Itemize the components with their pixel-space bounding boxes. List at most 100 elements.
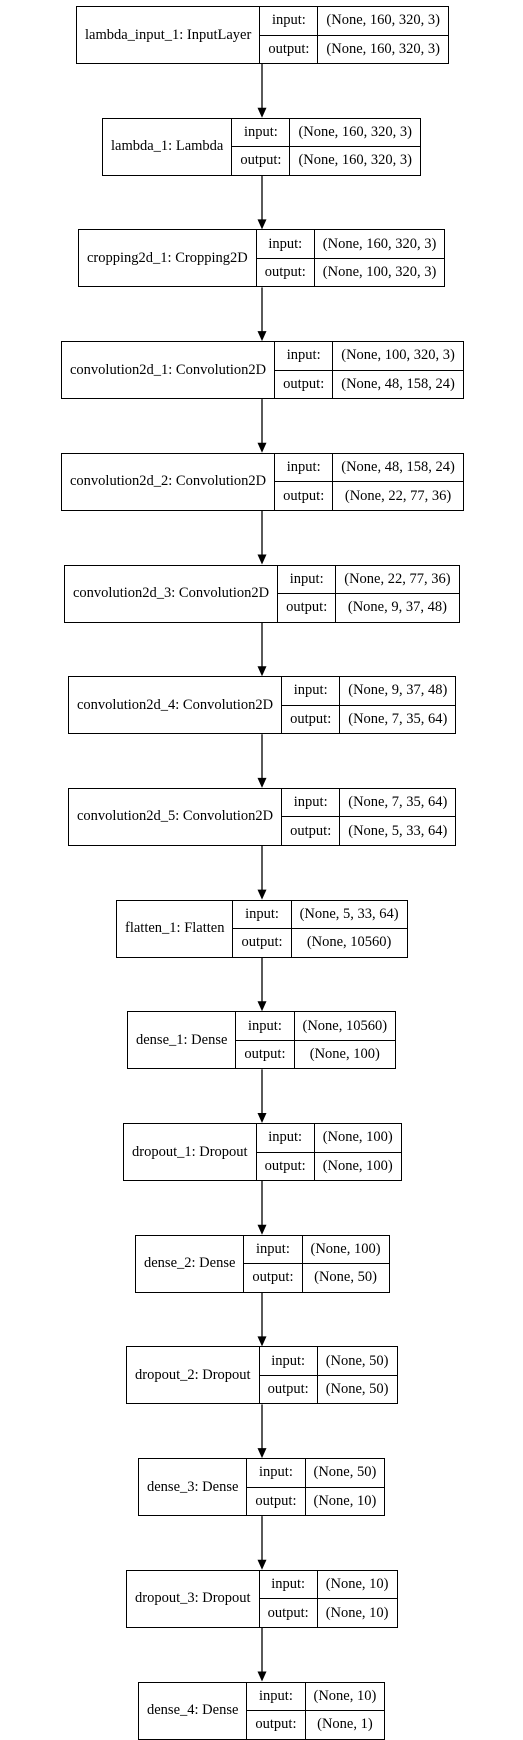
output-shape: (None, 10560)	[306, 934, 392, 951]
layer-name: convolution2d_1: Convolution2D	[62, 342, 276, 399]
input-shape: (None, 10)	[317, 1571, 397, 1600]
io-labels: input:output:	[247, 1459, 306, 1516]
edge-arrowhead	[257, 1336, 267, 1347]
output-shape: (None, 50)	[314, 1269, 377, 1286]
output-shape: (None, 160, 320, 3)	[326, 40, 440, 57]
io-values: (None, 50) (None, 50)	[317, 1347, 397, 1403]
layer-name: convolution2d_2: Convolution2D	[62, 453, 276, 510]
output-shape: (None, 9, 37, 48)	[347, 599, 447, 616]
io-labels: input:output:	[232, 118, 291, 175]
io-values: (None, 10)(None, 10)	[317, 1571, 397, 1627]
edge-arrowhead	[257, 219, 267, 230]
output-label: output:	[283, 375, 325, 392]
edge-arrowhead	[257, 1224, 267, 1235]
layer-name: convolution2d_4: Convolution2D	[69, 677, 283, 734]
layer-name: dropout_2: Dropout	[127, 1347, 260, 1404]
io-values: (None, 100) (None, 100)	[314, 1124, 401, 1180]
edge-arrowhead	[257, 1001, 267, 1012]
layer-name: dense_3: Dense	[139, 1459, 248, 1516]
input-shape: (None, 10560)	[294, 1012, 396, 1041]
layer-name: dense_1: Dense	[128, 1012, 237, 1069]
edge-arrowhead	[257, 1559, 267, 1570]
input-shape: (None, 48, 158, 24)	[333, 454, 463, 483]
output-label: output:	[264, 1157, 306, 1174]
io-labels: input: output:	[275, 342, 334, 399]
edge-arrowhead	[257, 442, 267, 453]
input-shape: (None, 50)	[305, 1459, 385, 1488]
io-labels: input: output:	[275, 453, 334, 510]
output-label: output:	[241, 934, 283, 951]
io-labels: input: output:	[244, 1235, 303, 1292]
input-label: input:	[232, 119, 290, 148]
input-label: input:	[275, 454, 333, 483]
io-labels: input: output:	[256, 1124, 315, 1180]
input-shape: (None, 160, 320, 3)	[314, 230, 445, 259]
output-shape: (None, 22, 77, 36)	[344, 487, 452, 504]
io-labels: input:output:	[247, 1682, 306, 1739]
io-labels: input:output:	[282, 788, 341, 845]
io-values: (None, 160, 320, 3) (None, 100, 320, 3)	[314, 230, 445, 286]
input-label: input:	[278, 566, 336, 594]
io-values: (None, 160, 320, 3)(None, 160, 320, 3)	[290, 119, 421, 175]
input-label: input:	[256, 1124, 314, 1153]
input-shape: (None, 100)	[302, 1236, 389, 1265]
io-labels: input: output:	[278, 565, 337, 622]
input-shape: (None, 7, 35, 64)	[340, 789, 456, 818]
output-shape: (None, 100)	[309, 1046, 380, 1063]
input-shape: (None, 50)	[317, 1347, 397, 1376]
output-label: output:	[255, 1492, 297, 1509]
output-label: output:	[267, 1381, 309, 1398]
output-label: output:	[286, 599, 328, 616]
io-values: (None, 9, 37, 48)(None, 7, 35, 64)	[340, 677, 456, 733]
output-label: output:	[255, 1716, 297, 1733]
io-labels: input:output:	[233, 900, 292, 957]
input-shape: (None, 22, 77, 36)	[336, 566, 459, 594]
input-label: input:	[260, 7, 318, 36]
output-shape: (None, 50)	[325, 1381, 389, 1398]
edge-arrowhead	[257, 666, 267, 677]
output-shape: (None, 5, 33, 64)	[348, 822, 448, 839]
io-values: (None, 48, 158, 24) (None, 22, 77, 36)	[333, 454, 463, 510]
input-shape: (None, 9, 37, 48)	[340, 677, 456, 706]
io-values: (None, 22, 77, 36) (None, 9, 37, 48)	[336, 566, 459, 622]
input-label: input:	[244, 1236, 302, 1265]
io-labels: input: output:	[259, 1570, 318, 1627]
input-label: input:	[275, 342, 333, 371]
input-shape: (None, 100, 320, 3)	[333, 342, 463, 371]
edge-arrowhead	[257, 1113, 267, 1123]
input-shape: (None, 10)	[305, 1683, 385, 1711]
layer-name: dropout_3: Dropout	[127, 1570, 260, 1627]
output-label: output:	[290, 822, 332, 839]
output-shape: (None, 100)	[322, 1157, 393, 1174]
io-values: (None, 160, 320, 3)(None, 160, 320, 3)	[318, 7, 448, 63]
input-label: input:	[256, 230, 314, 259]
io-labels: input:output:	[260, 7, 319, 63]
edge-arrowhead	[257, 107, 267, 118]
input-shape: (None, 100)	[314, 1124, 401, 1153]
output-shape: (None, 160, 320, 3)	[298, 152, 413, 169]
io-values: (None, 50)(None, 10)	[305, 1459, 385, 1515]
io-values: (None, 5, 33, 64)(None, 10560)	[291, 901, 407, 957]
output-label: output:	[252, 1269, 294, 1286]
edge-arrowhead	[257, 331, 267, 342]
input-label: input:	[259, 1571, 317, 1600]
output-shape: (None, 100, 320, 3)	[322, 264, 437, 281]
layer-name: flatten_1: Flatten	[117, 900, 234, 957]
edge-arrowhead	[257, 554, 267, 565]
layer-name: dropout_1: Dropout	[124, 1124, 257, 1180]
layer-name: dense_4: Dense	[139, 1682, 248, 1739]
input-label: input:	[259, 1347, 317, 1376]
output-label: output:	[283, 487, 325, 504]
output-label: output:	[267, 1604, 309, 1621]
